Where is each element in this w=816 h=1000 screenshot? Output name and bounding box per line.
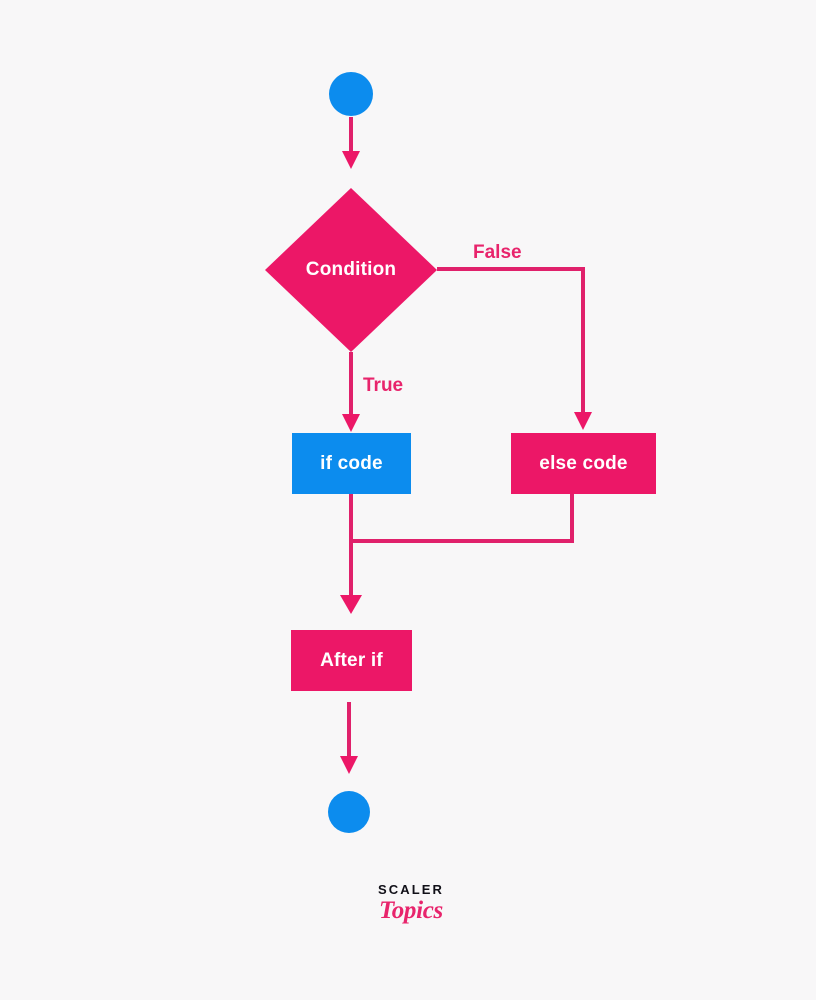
node-if-code-box[interactable] bbox=[292, 433, 411, 494]
arrowhead-icon bbox=[340, 756, 358, 774]
edge-condition-to-if-code bbox=[342, 352, 360, 432]
brand-name-scaler: SCALER bbox=[377, 882, 445, 897]
edge-condition-to-else-code bbox=[437, 267, 592, 430]
node-else-code-box[interactable] bbox=[511, 433, 656, 494]
node-end-circle[interactable] bbox=[328, 791, 370, 833]
brand-logo: SCALER Topics bbox=[346, 883, 476, 931]
arrowhead-icon bbox=[342, 414, 360, 432]
edge-label-true: True bbox=[363, 375, 404, 396]
node-condition-diamond[interactable] bbox=[265, 188, 437, 352]
node-start-circle[interactable] bbox=[329, 72, 373, 116]
arrowhead-icon bbox=[574, 412, 592, 430]
edge-else-code-to-merge bbox=[351, 494, 574, 543]
brand-name-topics: Topics bbox=[379, 897, 443, 924]
node-after-if-box[interactable] bbox=[291, 630, 412, 691]
arrowhead-icon bbox=[340, 595, 362, 614]
edge-line bbox=[351, 494, 574, 543]
edge-if-code-to-after-if bbox=[340, 494, 362, 614]
edge-line bbox=[437, 267, 585, 414]
edge-start-to-condition bbox=[342, 117, 360, 169]
arrowhead-icon bbox=[342, 151, 360, 169]
edge-after-if-to-end bbox=[340, 702, 358, 774]
edge-label-false: False bbox=[473, 242, 522, 263]
